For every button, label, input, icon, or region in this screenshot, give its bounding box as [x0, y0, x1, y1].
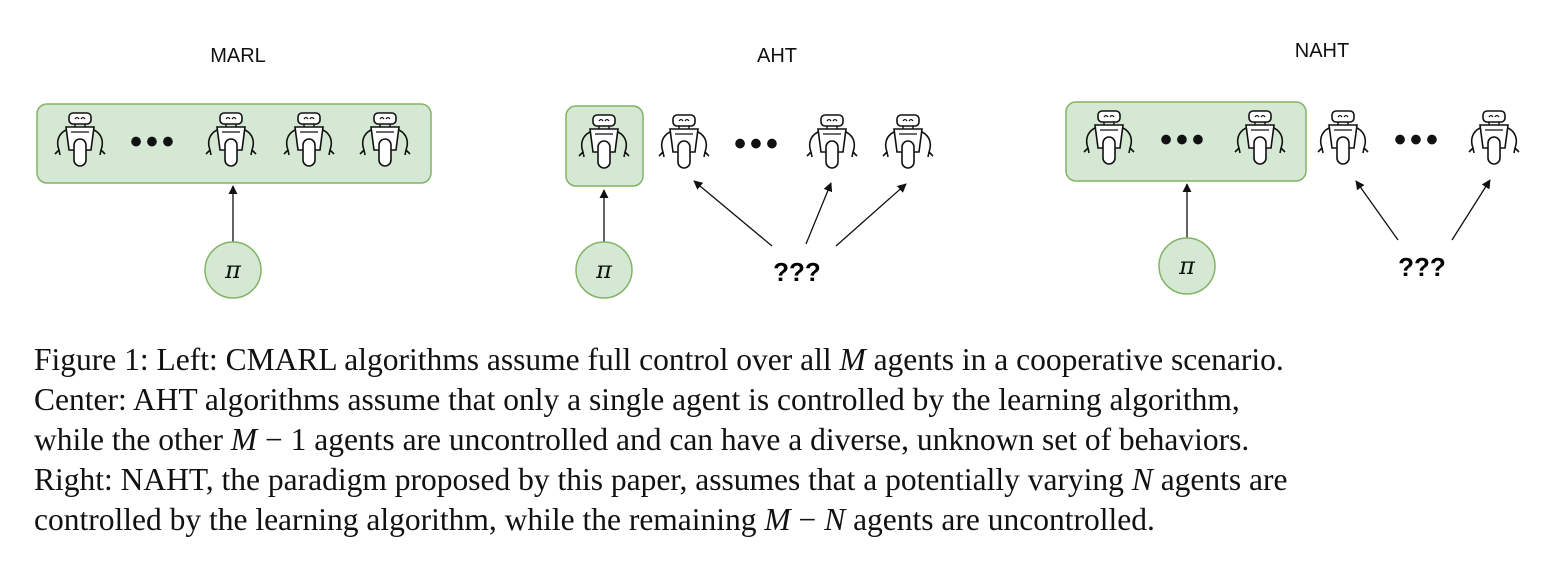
robot-icon — [882, 114, 934, 169]
policy-node — [1158, 237, 1216, 295]
caption-line: while the other M − 1 agents are uncontr… — [34, 420, 1534, 460]
robot-icon — [1468, 110, 1520, 165]
caption-line: Figure 1: Left: CMARL algorithms assume … — [34, 340, 1534, 380]
unknown-agents-label: ??? — [773, 257, 821, 287]
unknown-arrow — [693, 180, 773, 247]
policy-symbol: π — [595, 256, 613, 284]
robot-icon — [658, 114, 710, 169]
marl-title: MARL — [210, 45, 266, 67]
robot-icon — [1317, 110, 1369, 165]
caption-text: − — [790, 502, 825, 537]
math-variable: M — [764, 502, 791, 537]
naht-title: NAHT — [1295, 40, 1349, 62]
caption-text: controlled by the learning algorithm, wh… — [34, 502, 765, 537]
policy-symbol: π — [1178, 252, 1196, 280]
math-variable: M — [839, 342, 866, 377]
caption-text: − 1 agents are uncontrolled and can have… — [257, 422, 1250, 457]
caption-line: Center: AHT algorithms assume that only … — [34, 380, 1534, 420]
caption-text: agents in a cooperative scenario. — [865, 342, 1284, 377]
figure-diagram: MARL ••• π AHT ••• π ??? NAHT ••• ••• π … — [36, 40, 1520, 299]
figure-caption: Figure 1: Left: CMARL algorithms assume … — [34, 340, 1534, 540]
caption-text: while the other — [34, 422, 231, 457]
unknown-arrow — [1355, 180, 1399, 241]
unknown-agents-label: ??? — [1398, 252, 1446, 282]
robot-icon — [806, 114, 858, 169]
unknown-arrow — [805, 182, 833, 245]
caption-text: Center: AHT algorithms assume that only … — [34, 382, 1240, 417]
unknown-arrow — [835, 183, 907, 247]
ellipsis: ••• — [130, 123, 178, 161]
math-variable: N — [824, 502, 846, 537]
ellipsis: ••• — [1394, 121, 1442, 159]
aht-title: AHT — [757, 45, 797, 67]
naht-controlled-group — [1065, 101, 1307, 182]
caption-text: Figure 1: Left: CMARL algorithms assume … — [34, 342, 840, 377]
caption-text: agents are uncontrolled. — [845, 502, 1155, 537]
policy-symbol: π — [224, 256, 242, 284]
ellipsis: ••• — [734, 125, 782, 163]
math-variable: N — [1131, 462, 1153, 497]
ellipsis: ••• — [1160, 121, 1208, 159]
math-variable: M — [230, 422, 258, 457]
caption-line: Right: NAHT, the paradigm proposed by th… — [34, 460, 1534, 500]
caption-text: Right: NAHT, the paradigm proposed by th… — [34, 462, 1132, 497]
caption-line: controlled by the learning algorithm, wh… — [34, 500, 1534, 540]
policy-node — [204, 241, 262, 299]
policy-node — [575, 241, 633, 299]
unknown-arrow — [1451, 179, 1491, 241]
caption-text: agents are — [1152, 462, 1288, 497]
